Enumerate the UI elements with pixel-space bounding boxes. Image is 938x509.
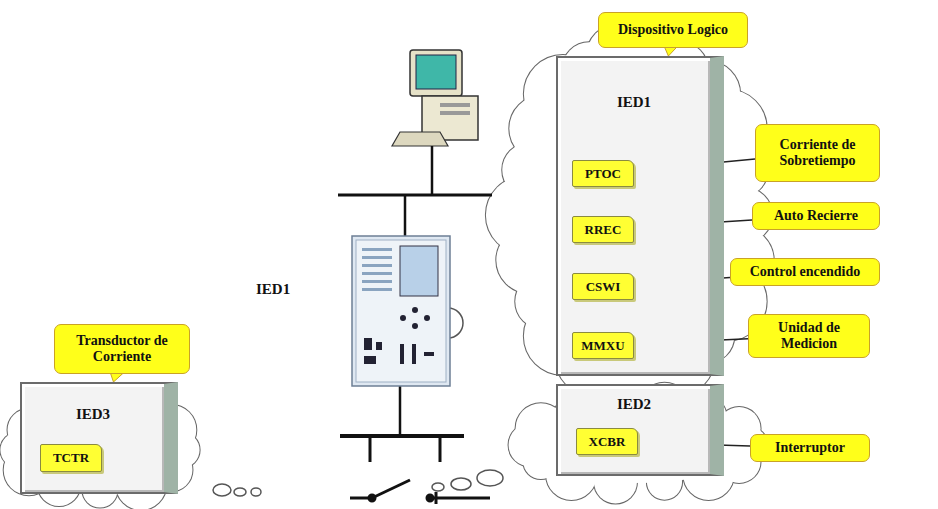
ied-box: IED2XCBR	[556, 384, 724, 476]
cloud-shapes	[0, 18, 773, 509]
callout-box: Corriente de Sobretiempo	[755, 124, 880, 182]
callout-box: Unidad de Medicion	[748, 314, 870, 358]
logical-node-name: XCBR	[589, 434, 626, 450]
callout-box: Transductor de Corriente	[54, 324, 190, 374]
callout-box: Control encendido	[730, 258, 880, 286]
relay-device	[352, 236, 450, 386]
callout-text: Corriente de Sobretiempo	[762, 137, 873, 169]
computer-icon	[392, 50, 478, 146]
callout-box: Auto Recierre	[752, 202, 880, 230]
ied-box: IED1PTOC RREC CSWI MMXU	[556, 56, 724, 376]
logical-node-name: PTOC	[585, 166, 621, 182]
ied-box: IED3TCTR	[20, 382, 178, 494]
device-title: IED2	[558, 396, 710, 413]
logical-node-name: MMXU	[581, 338, 624, 354]
device-label: IED1	[256, 281, 290, 298]
logical-node-name: RREC	[585, 222, 622, 238]
logical-node-name: CSWI	[586, 279, 621, 295]
logical-node-box: TCTR	[40, 444, 102, 472]
logical-node-box: PTOC	[572, 160, 634, 187]
callout-text: Auto Recierre	[774, 208, 858, 224]
callout-text: Interruptor	[775, 440, 845, 456]
logical-node-name: TCTR	[53, 450, 89, 466]
callout-text: Unidad de Medicion	[755, 320, 863, 352]
device-title: IED3	[22, 406, 164, 423]
callout-text: Control encendido	[750, 264, 861, 280]
callout-text: Dispositivo Logico	[618, 22, 728, 38]
callout-text: Transductor de Corriente	[61, 333, 183, 365]
callout-box: Dispositivo Logico	[598, 12, 748, 48]
callout-box: Interruptor	[750, 434, 870, 462]
logical-node-box: RREC	[572, 216, 634, 243]
device-title: IED1	[558, 94, 710, 111]
network-wires	[338, 146, 492, 462]
breaker-symbol	[350, 480, 490, 504]
logical-node-box: XCBR	[576, 428, 638, 455]
logical-node-box: CSWI	[572, 273, 634, 300]
logical-node-box: MMXU	[572, 332, 634, 359]
